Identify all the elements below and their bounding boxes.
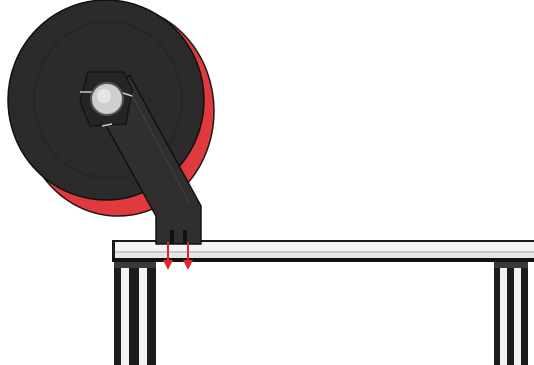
frame-right-leg xyxy=(494,258,528,365)
down-arrow-left xyxy=(163,242,173,270)
frame-top-rail xyxy=(112,240,534,262)
frame-left-leg xyxy=(114,258,156,365)
spool-hub xyxy=(79,71,133,127)
down-arrow-right xyxy=(183,242,193,270)
arrows xyxy=(163,242,193,270)
